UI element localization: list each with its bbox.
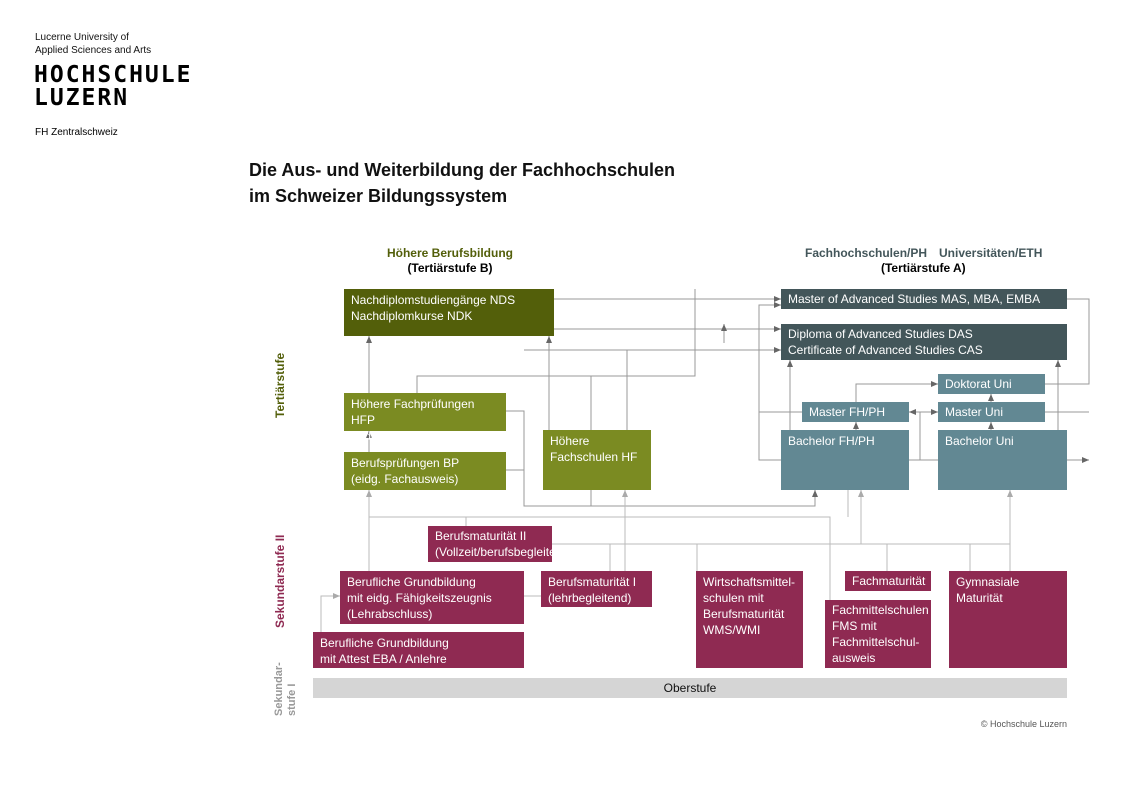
line-to-bachfh bbox=[847, 490, 861, 544]
box-doktorat: Doktorat Uni bbox=[938, 374, 1045, 394]
header-tertiary-b: Höhere Berufsbildung (Tertiärstufe B) bbox=[350, 246, 550, 276]
box-text: Gymnasiale bbox=[956, 575, 1020, 589]
box-text: Bachelor FH/PH bbox=[788, 434, 875, 448]
line-sek2-bus bbox=[369, 516, 831, 600]
box-text: (Vollzeit/berufsbegleitend) bbox=[435, 545, 574, 559]
line-right-mas bbox=[1045, 298, 1089, 460]
box-text: Höhere bbox=[550, 434, 590, 448]
line-mfh-dok bbox=[855, 381, 938, 402]
box-text: Berufliche Grundbildung bbox=[320, 636, 449, 650]
header-hbb-sub: (Tertiärstufe B) bbox=[407, 261, 493, 275]
box-text: Wirtschaftsmittel- bbox=[703, 575, 796, 589]
box-text: Oberstufe bbox=[663, 681, 717, 695]
box-das-cas: Diploma of Advanced Studies DAS Certifica… bbox=[781, 324, 1067, 360]
box-bm1: Berufsmaturität I (lehrbegleitend) bbox=[541, 571, 652, 607]
box-text: Diploma of Advanced Studies DAS bbox=[788, 327, 973, 341]
box-oberstufe: Oberstufe bbox=[313, 678, 1067, 698]
box-text: Berufliche Grundbildung bbox=[347, 575, 476, 589]
box-master-fh: Master FH/PH bbox=[802, 402, 909, 422]
box-text: Certificate of Advanced Studies CAS bbox=[788, 343, 983, 357]
line-bm2-bus bbox=[552, 543, 1011, 571]
line-masterfh-mas bbox=[758, 302, 781, 410]
box-text: (eidg. Fachausweis) bbox=[351, 472, 459, 486]
box-efz: Berufliche Grundbildung mit eidg. Fähigke… bbox=[340, 571, 524, 624]
box-text: (lehrbegleitend) bbox=[548, 591, 632, 605]
box-nds: Nachdiplomstudiengänge NDS Nachdiplomkurs… bbox=[344, 289, 554, 336]
box-text: Doktorat Uni bbox=[945, 377, 1012, 391]
line-fh-uni bbox=[909, 412, 938, 461]
box-bachelor-fh: Bachelor FH/PH bbox=[781, 430, 909, 490]
box-text: WMS/WMI bbox=[703, 623, 761, 637]
logo-tagline: Lucerne University of Applied Sciences a… bbox=[35, 31, 151, 57]
box-bm2: Berufsmaturität II (Vollzeit/berufsbeglei… bbox=[428, 526, 574, 562]
box-text: mit Attest EBA / Anlehre bbox=[320, 652, 447, 666]
box-text: mit eidg. Fähigkeitszeugnis bbox=[347, 591, 492, 605]
box-text: Fachmittelschul- bbox=[832, 635, 920, 649]
box-text: Nachdiplomstudiengänge NDS bbox=[351, 293, 516, 307]
line-hfp-mas bbox=[416, 289, 696, 393]
box-text: Fachmittelschulen bbox=[832, 603, 929, 617]
box-text: Bachelor Uni bbox=[945, 434, 1014, 448]
box-text: Berufsmaturität II bbox=[435, 529, 527, 543]
line-masterfh-left bbox=[758, 410, 802, 461]
box-text: schulen mit bbox=[703, 591, 764, 605]
box-text: Berufsmaturität I bbox=[548, 575, 637, 589]
line-hf-up bbox=[590, 350, 628, 430]
box-master-uni: Master Uni bbox=[938, 402, 1045, 422]
box-text: (eidg. Diplom) bbox=[351, 429, 426, 443]
title-line-1: Die Aus- und Weiterbildung der Fachhochs… bbox=[249, 160, 676, 180]
box-text: Master of Advanced Studies MAS, MBA, EMB… bbox=[788, 292, 1041, 306]
box-text: Berufsprüfungen BP bbox=[351, 456, 460, 470]
box-text: Höhere Fachprüfungen HFP bbox=[351, 397, 475, 427]
box-hfp: Höhere Fachprüfungen HFP (eidg. Diplom) bbox=[344, 393, 506, 443]
page-title: Die Aus- und Weiterbildung der Fachhochs… bbox=[249, 157, 675, 209]
title-line-2: im Schweizer Bildungssystem bbox=[249, 186, 508, 206]
box-text: Nachdiplomkurse NDK bbox=[351, 309, 473, 323]
box-text: Master Uni bbox=[945, 405, 1004, 419]
box-text: Master FH/PH bbox=[809, 405, 886, 419]
logo-tagline-1: Lucerne University of bbox=[35, 32, 129, 43]
box-text: Maturität bbox=[956, 591, 1003, 605]
box-text: Fachmaturität bbox=[852, 574, 926, 588]
box-bachelor-uni: Bachelor Uni bbox=[938, 430, 1067, 490]
box-mas: Master of Advanced Studies MAS, MBA, EMB… bbox=[781, 289, 1067, 309]
box-text: (Lehrabschluss) bbox=[347, 607, 433, 621]
line-eba-efz bbox=[320, 593, 340, 632]
box-text: ausweis bbox=[832, 651, 876, 665]
logo-subtitle: FH Zentralschweiz bbox=[35, 127, 118, 138]
header-uni: Universitäten/ETH bbox=[939, 246, 1043, 260]
logo-wordmark: HOCHSCHULE LUZERN bbox=[34, 64, 192, 110]
copyright: © Hochschule Luzern bbox=[980, 719, 1067, 729]
header-tertiary-a: (Tertiärstufe A) bbox=[881, 261, 966, 275]
header-hbb: Höhere Berufsbildung bbox=[386, 246, 513, 260]
line-hfp-bachelor bbox=[506, 410, 818, 507]
box-fachmaturitaet: Fachmaturität bbox=[845, 571, 931, 591]
logo-word-2: LUZERN bbox=[34, 85, 130, 111]
logo-tagline-2: Applied Sciences and Arts bbox=[35, 45, 152, 56]
box-text: Berufsmaturität bbox=[703, 607, 785, 621]
box-eba: Berufliche Grundbildung mit Attest EBA / … bbox=[313, 632, 524, 668]
header-fh: Fachhochschulen/PH bbox=[805, 246, 928, 260]
box-bp: Berufsprüfungen BP (eidg. Fachausweis) bbox=[344, 452, 506, 490]
logo-word-1: HOCHSCHULE bbox=[34, 62, 193, 88]
line-fachmat bbox=[886, 544, 971, 571]
box-text: FMS mit bbox=[832, 619, 877, 633]
box-text: Fachschulen HF bbox=[550, 450, 638, 464]
